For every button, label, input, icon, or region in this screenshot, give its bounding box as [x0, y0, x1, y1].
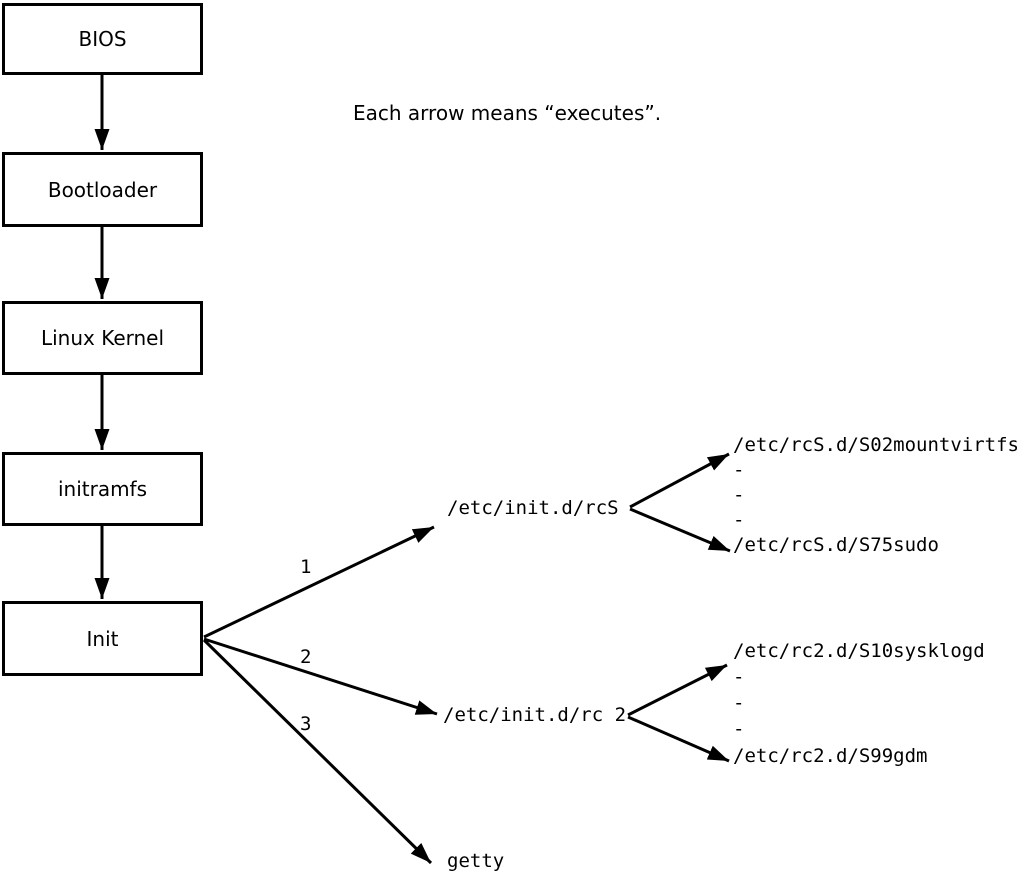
- arrow-rc2-to-s10sysklogd-icon: [627, 663, 728, 717]
- rc2-script-dash: -: [733, 692, 745, 714]
- legend-caption: Each arrow means “executes”.: [353, 101, 662, 125]
- rcs-script-dash: -: [733, 509, 745, 531]
- rcs-script-last: /etc/rcS.d/S75sudo: [733, 534, 939, 556]
- rcs-script-first: /etc/rcS.d/S02mountvirtfs: [733, 434, 1019, 456]
- target-getty: getty: [447, 850, 505, 872]
- rc2-script-dash: -: [733, 718, 745, 740]
- rc2-script-first: /etc/rc2.d/S10sysklogd: [733, 640, 985, 662]
- box-linux-kernel: Linux Kernel: [2, 301, 203, 375]
- rcs-script-dash: -: [733, 484, 745, 506]
- box-initramfs: initramfs: [2, 452, 203, 526]
- box-init-label: Init: [86, 626, 119, 651]
- box-bios: BIOS: [2, 3, 203, 75]
- box-bootloader: Bootloader: [2, 152, 203, 227]
- target-rc2-script: /etc/init.d/rc 2: [443, 704, 627, 726]
- arrow-rcs-to-s75sudo-icon: [629, 507, 731, 553]
- arrow-rcs-to-s02mountvirtfs-icon: [629, 452, 730, 509]
- box-init: Init: [2, 601, 203, 676]
- arrow-init-to-rc2-icon: [203, 637, 438, 716]
- rc2-script-dash: -: [733, 666, 745, 688]
- arrow-init-to-rcs-icon: [203, 525, 435, 639]
- branch-order-1: 1: [300, 556, 312, 578]
- box-bootloader-label: Bootloader: [47, 177, 158, 202]
- arrow-rc2-to-s99gdm-icon: [627, 715, 730, 763]
- rcs-script-dash: -: [733, 459, 745, 481]
- arrow-init-to-getty-icon: [202, 638, 433, 865]
- box-bios-label: BIOS: [78, 27, 127, 51]
- rc2-script-last: /etc/rc2.d/S99gdm: [733, 745, 928, 767]
- target-rcs-script: /etc/init.d/rcS: [447, 497, 619, 519]
- box-initramfs-label: initramfs: [57, 477, 148, 501]
- branch-order-2: 2: [300, 646, 312, 668]
- branch-order-3: 3: [300, 713, 312, 735]
- box-linux-kernel-label: Linux Kernel: [40, 326, 165, 350]
